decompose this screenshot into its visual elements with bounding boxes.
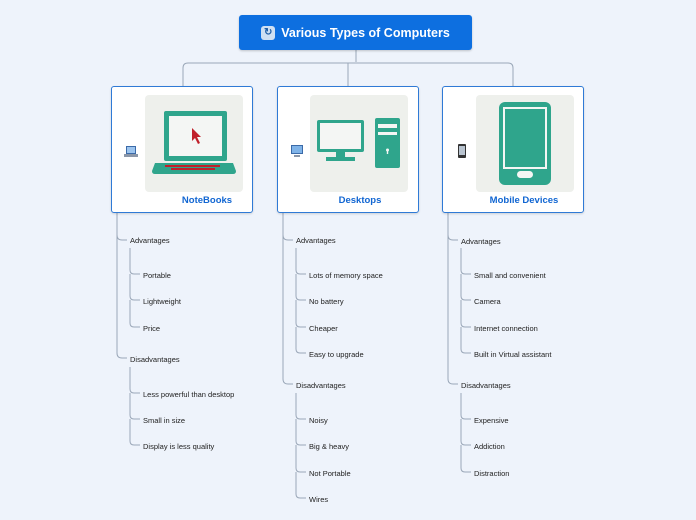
list-item[interactable]: Price (143, 324, 161, 333)
list-item[interactable]: Wires (309, 495, 329, 504)
mobile-phone-icon (499, 102, 551, 185)
list-item[interactable]: Big & heavy (309, 442, 350, 451)
list-item[interactable]: Expensive (474, 416, 509, 425)
list-item[interactable]: Less powerful than desktop (143, 390, 235, 399)
list-item[interactable]: Internet connection (474, 324, 538, 333)
desktop-small-icon (291, 145, 303, 157)
list-item[interactable]: Easy to upgrade (309, 350, 364, 359)
topic-mobile-devices[interactable]: Mobile Devices (442, 86, 584, 213)
list-item[interactable]: Not Portable (309, 469, 351, 478)
disadvantages-label[interactable]: Disadvantages (296, 381, 346, 390)
advantages-label[interactable]: Advantages (296, 236, 336, 245)
mobile-small-icon (458, 144, 466, 158)
laptop-image (145, 95, 243, 192)
topic-title: Desktops (338, 195, 382, 206)
topic-notebooks[interactable]: NoteBooks (111, 86, 253, 213)
topic-title: Mobile Devices (489, 195, 559, 206)
list-item[interactable]: Portable (143, 271, 171, 280)
list-item[interactable]: Addiction (474, 442, 505, 451)
topic-desktops[interactable]: Desktops (277, 86, 419, 213)
list-item[interactable]: Noisy (309, 416, 328, 425)
laptop-small-icon (124, 146, 138, 157)
desktop-computer-icon (317, 118, 400, 168)
topic-title: NoteBooks (181, 195, 233, 206)
refresh-icon: ↻ (261, 25, 276, 40)
list-item[interactable]: Small and convenient (474, 271, 546, 280)
list-item[interactable]: Small in size (143, 416, 186, 425)
list-item[interactable]: Distraction (474, 469, 510, 478)
advantages-label[interactable]: Advantages (130, 236, 170, 245)
root-title: Various Types of Computers (281, 25, 450, 40)
disadvantages-label[interactable]: Disadvantages (461, 381, 511, 390)
mobile-image (476, 95, 574, 192)
list-item[interactable]: Lots of memory space (309, 271, 383, 280)
list-item[interactable]: Display is less quality (143, 442, 215, 451)
disadvantages-label[interactable]: Disadvantages (130, 355, 180, 364)
list-item[interactable]: Cheaper (309, 324, 338, 333)
desktop-image (310, 95, 408, 192)
root-topic[interactable]: ↻ Various Types of Computers (239, 15, 472, 50)
laptop-icon (152, 111, 236, 174)
list-item[interactable]: Built in Virtual assistant (474, 350, 552, 359)
list-item[interactable]: No battery (309, 297, 344, 306)
list-item[interactable]: Lightweight (143, 297, 181, 306)
advantages-label[interactable]: Advantages (461, 237, 501, 246)
list-item[interactable]: Camera (474, 297, 501, 306)
